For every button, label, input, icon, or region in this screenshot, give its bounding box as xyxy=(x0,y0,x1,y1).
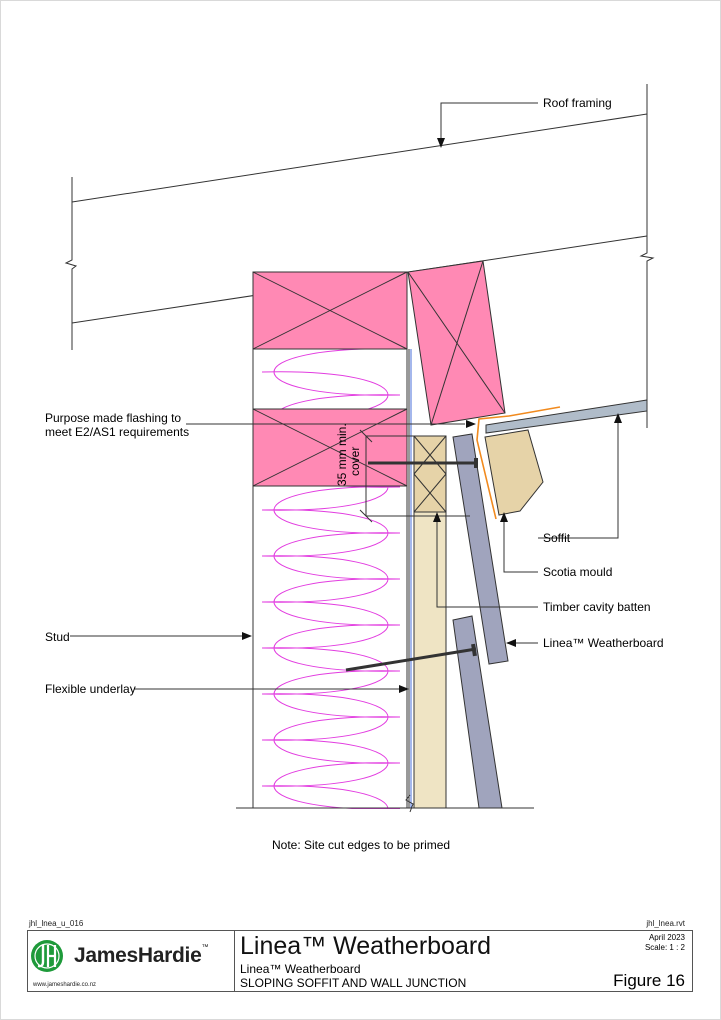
detail-name: SLOPING SOFFIT AND WALL JUNCTION xyxy=(240,976,467,990)
leader-lines xyxy=(70,102,619,690)
drawing-note: Note: Site cut edges to be primed xyxy=(272,838,451,852)
label-roof-framing: Roof framing xyxy=(543,96,612,110)
drawing-reference: jhl_lnea_u_016 xyxy=(29,919,84,928)
leader-arrowheads xyxy=(242,138,622,693)
roof-framing-rafter xyxy=(64,84,655,428)
nog xyxy=(252,408,408,487)
label-flashing-line2: meet E2/AS1 requirements xyxy=(45,425,190,439)
file-name: jhl_lnea.rvt xyxy=(646,919,685,928)
title-block: JamesHardie™ www.jameshardie.co.nz Linea… xyxy=(27,930,693,992)
jameshardie-logo-icon xyxy=(31,940,63,972)
label-flashing-line1: Purpose made flashing to xyxy=(45,411,182,425)
label-flexible-underlay: Flexible underlay xyxy=(45,682,136,696)
scotia-mould xyxy=(484,429,544,516)
flashing xyxy=(476,406,561,520)
label-timber-cavity-batten: Timber cavity batten xyxy=(543,600,651,614)
logo-cell: JamesHardie™ www.jameshardie.co.nz xyxy=(28,931,235,991)
top-plate xyxy=(252,271,408,350)
title-main: Linea™ Weatherboard xyxy=(240,932,492,960)
stud xyxy=(252,272,408,808)
timber-cavity-batten xyxy=(413,435,447,513)
soffit-lining xyxy=(485,399,648,434)
scale-text: Scale: 1 : 2 xyxy=(644,943,685,952)
label-scotia-mould: Scotia mould xyxy=(543,565,613,579)
issue-date: April 2023 xyxy=(648,933,685,942)
date-scale: April 2023 Scale: 1 : 2 xyxy=(645,933,685,953)
fixing-nails xyxy=(345,458,478,672)
cover-text-line1: 35 mm min. xyxy=(335,423,349,486)
label-soffit: Soffit xyxy=(543,531,571,545)
website-text: www.jameshardie.co.nz xyxy=(33,982,97,988)
label-stud: Stud xyxy=(45,630,70,644)
label-weatherboard: Linea™ Weatherboard xyxy=(543,636,664,650)
cover-dimension xyxy=(359,429,470,523)
title-subtitle: Linea™ Weatherboard xyxy=(240,962,361,976)
cavity-batten-strip xyxy=(413,511,447,809)
soffit-bearer xyxy=(407,260,506,426)
figure-number: Figure 16 xyxy=(613,971,685,990)
cover-text-line2: cover xyxy=(348,447,362,476)
brand-wordmark: JamesHardie™ xyxy=(74,944,209,967)
